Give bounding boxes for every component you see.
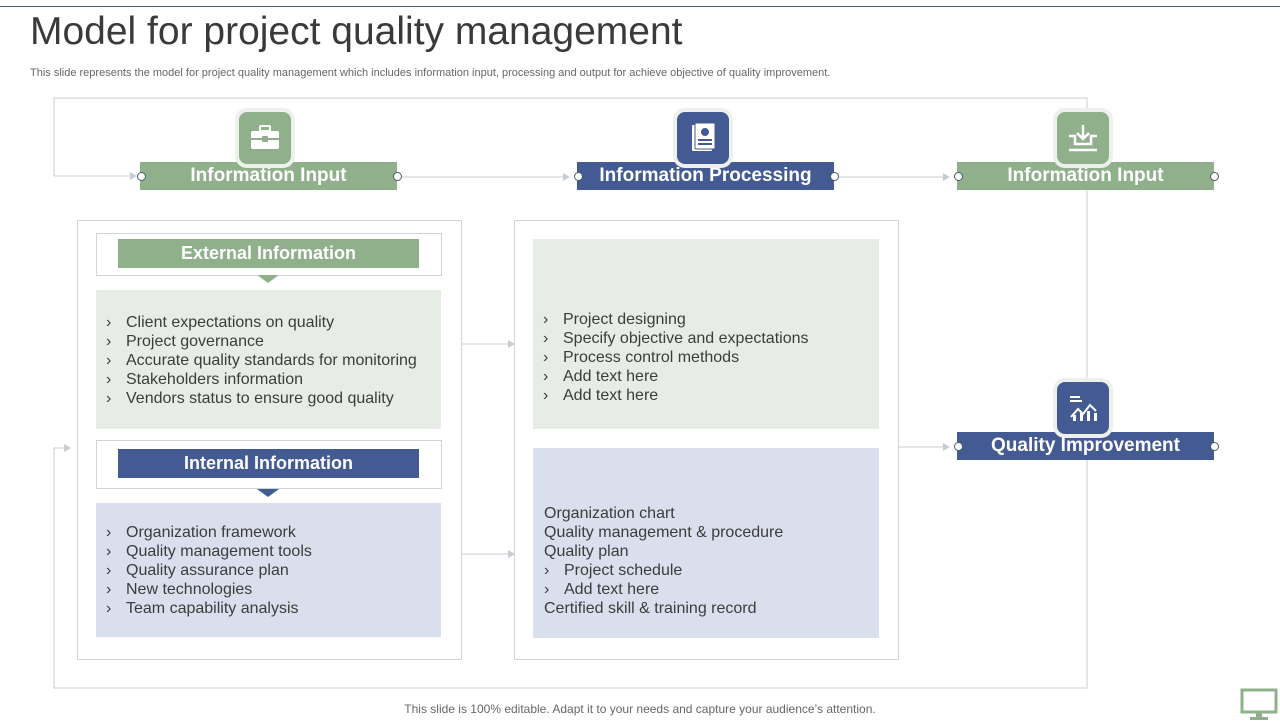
- page-title: Model for project quality management: [30, 10, 683, 53]
- processing-top-list-box: Project designing Specify objective and …: [533, 239, 879, 429]
- list-item: Client expectations on quality: [106, 313, 417, 332]
- list-item: Quality assurance plan: [106, 561, 312, 580]
- list-item: Vendors status to ensure good quality: [106, 389, 417, 408]
- list-item: Quality management & procedure: [544, 524, 784, 541]
- connector-dot: [954, 172, 963, 181]
- internal-header-bar: Internal Information: [118, 449, 419, 478]
- monitor-icon: [1240, 688, 1278, 725]
- download-tray-icon: [1057, 112, 1109, 164]
- footer-note: This slide is 100% editable. Adapt it to…: [404, 702, 876, 716]
- list-item: Add text here: [543, 367, 808, 386]
- connector-dot: [574, 172, 583, 181]
- connector-dot: [1210, 442, 1219, 451]
- top-rule: [0, 6, 1280, 7]
- briefcase-icon: [239, 112, 291, 164]
- stage-label: Quality Improvement: [991, 435, 1180, 456]
- processing-top-list: Project designing Specify objective and …: [543, 310, 808, 405]
- list-item: Add text here: [544, 580, 783, 599]
- external-information-header: External Information: [96, 233, 442, 276]
- internal-information-list-box: Organization framework Quality managemen…: [96, 503, 441, 637]
- external-header-label: External Information: [180, 243, 357, 263]
- external-header-bar: External Information: [118, 239, 419, 268]
- connector-dot: [1210, 172, 1219, 181]
- list-item: Specify objective and expectations: [543, 329, 808, 348]
- internal-information-list: Organization framework Quality managemen…: [106, 523, 312, 618]
- stage-information-processing: Information Processing: [577, 162, 834, 190]
- pointer-triangle: [257, 489, 279, 497]
- internal-header-label: Internal Information: [183, 453, 353, 473]
- connector-dot: [830, 172, 839, 181]
- list-item: Certified skill & training record: [544, 600, 757, 617]
- list-item: Stakeholders information: [106, 370, 417, 389]
- document-icon: [677, 112, 729, 164]
- list-item: New technologies: [106, 580, 312, 599]
- processing-bottom-list: Organization chart Quality management & …: [544, 504, 783, 618]
- page-subtitle: This slide represents the model for proj…: [30, 67, 831, 79]
- list-item: Organization chart: [544, 505, 675, 522]
- connector-dot: [954, 442, 963, 451]
- list-item: Project schedule: [544, 561, 783, 580]
- pointer-triangle: [257, 275, 279, 283]
- list-item: Team capability analysis: [106, 599, 312, 618]
- stage-label: Information Input: [190, 165, 347, 186]
- stage-label: Information Processing: [599, 165, 812, 186]
- stage-label: Information Input: [1007, 165, 1164, 186]
- list-item: Accurate quality standards for monitorin…: [106, 351, 417, 370]
- internal-information-header: Internal Information: [96, 440, 442, 489]
- list-item: Quality plan: [544, 543, 629, 560]
- chart-analysis-icon: [1057, 382, 1109, 434]
- list-item: Process control methods: [543, 348, 808, 367]
- connector-dot: [137, 172, 146, 181]
- stage-quality-improvement: Quality Improvement: [957, 432, 1214, 460]
- list-item: Organization framework: [106, 523, 312, 542]
- list-item: Quality management tools: [106, 542, 312, 561]
- connector-dot: [393, 172, 402, 181]
- list-item: Add text here: [543, 386, 808, 405]
- external-information-list-box: Client expectations on quality Project g…: [96, 290, 441, 429]
- stage-information-input-output: Information Input: [957, 162, 1214, 190]
- external-information-list: Client expectations on quality Project g…: [106, 313, 417, 408]
- stage-information-input: Information Input: [140, 162, 397, 190]
- processing-bottom-list-box: Organization chart Quality management & …: [533, 448, 879, 638]
- list-item: Project designing: [543, 310, 808, 329]
- list-item: Project governance: [106, 332, 417, 351]
